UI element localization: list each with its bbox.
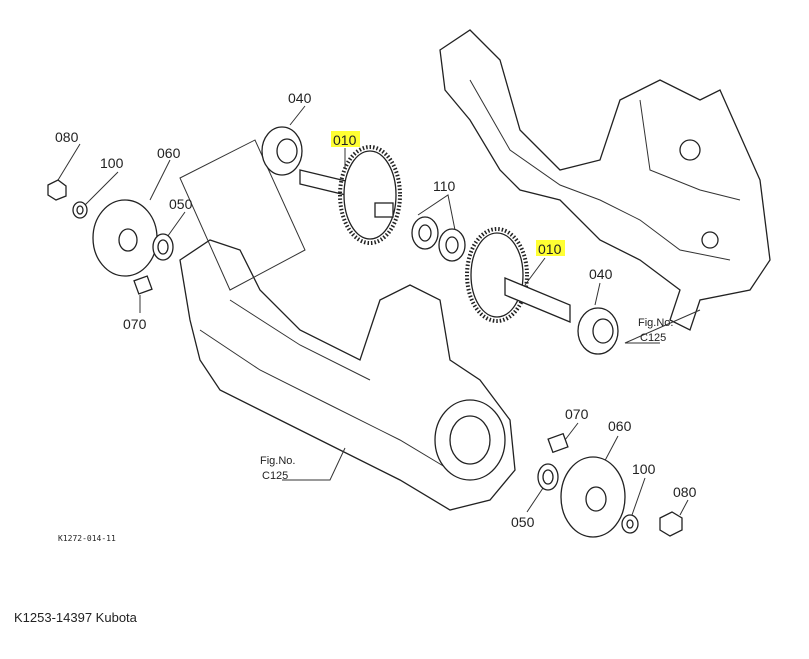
flange-060-left	[92, 199, 158, 277]
flange-060-right	[560, 456, 626, 538]
callout-060-left[interactable]: 060	[157, 145, 181, 161]
washer-100-left	[72, 201, 88, 219]
bearing-040-right	[577, 307, 619, 355]
washer-100-right	[621, 514, 639, 534]
fig-ref-right-line1[interactable]: Fig.No.	[638, 317, 673, 329]
callout-080-right[interactable]: 080	[673, 484, 697, 500]
callout-010-top[interactable]: 010	[333, 132, 357, 148]
assembly-bracket-left	[179, 139, 306, 291]
right-housing	[439, 29, 771, 331]
callout-050-right[interactable]: 050	[511, 514, 535, 530]
drawing-id: K1272-014-11	[58, 534, 116, 543]
leader-lines	[54, 105, 701, 516]
gear-shaft-010-mid	[465, 227, 571, 323]
nut-080-left	[47, 179, 67, 201]
callout-100-left[interactable]: 100	[100, 155, 124, 171]
gear-shaft-010-top	[299, 145, 402, 245]
leader-110	[417, 194, 457, 236]
left-housing	[179, 239, 516, 511]
callout-070-left[interactable]: 070	[123, 316, 147, 332]
bolt-070-right	[547, 432, 569, 454]
parts-diagram: 040 080 100 060 050 070 010 110 010 040 …	[47, 29, 771, 543]
callout-040-right[interactable]: 040	[589, 266, 613, 282]
nut-080-right	[659, 511, 683, 537]
callout-060-right[interactable]: 060	[608, 418, 632, 434]
callout-010-mid[interactable]: 010	[538, 241, 562, 257]
fig-ref-left-line1[interactable]: Fig.No.	[260, 455, 295, 467]
seal-050-left	[152, 233, 174, 261]
callout-070-right[interactable]: 070	[565, 406, 589, 422]
callout-100-right[interactable]: 100	[632, 461, 656, 477]
highlight-010-mid	[536, 240, 565, 256]
seal-050-right	[537, 463, 559, 491]
bolt-070-left	[133, 275, 153, 295]
part-caption: K1253-14397 Kubota	[14, 610, 137, 625]
highlight-010-top	[331, 131, 360, 147]
callout-110[interactable]: 110	[433, 178, 456, 194]
callout-050-left[interactable]: 050	[169, 196, 193, 212]
bearings-110	[411, 216, 466, 262]
callout-080-left[interactable]: 080	[55, 129, 79, 145]
fig-ref-left-line2[interactable]: C125	[262, 470, 288, 482]
callout-040-top[interactable]: 040	[288, 90, 312, 106]
fig-ref-right-line2[interactable]: C125	[640, 332, 666, 344]
bearing-040-top	[261, 126, 303, 176]
